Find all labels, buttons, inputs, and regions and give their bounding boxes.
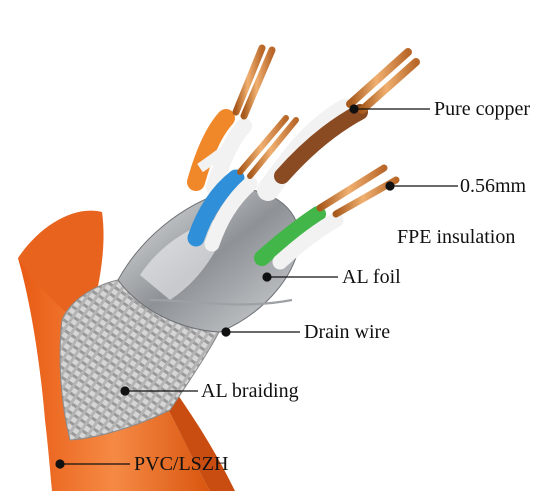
label-diameter: 0.56mm [460,175,527,197]
label-fpe-insulation: FPE insulation [397,226,515,248]
label-drain-wire: Drain wire [304,321,390,343]
orange-pair [187,44,276,196]
jacket-front-edge [160,395,235,491]
label-pure-copper: Pure copper [434,98,530,120]
drain-wire [149,298,293,306]
brown-pair [257,48,420,201]
label-al-braiding: AL braiding [201,380,299,402]
leader-lines [55,104,458,469]
label-al-foil: AL foil [342,266,401,288]
blue-pair [187,115,299,252]
label-jacket: PVC/LSZH [134,453,228,475]
